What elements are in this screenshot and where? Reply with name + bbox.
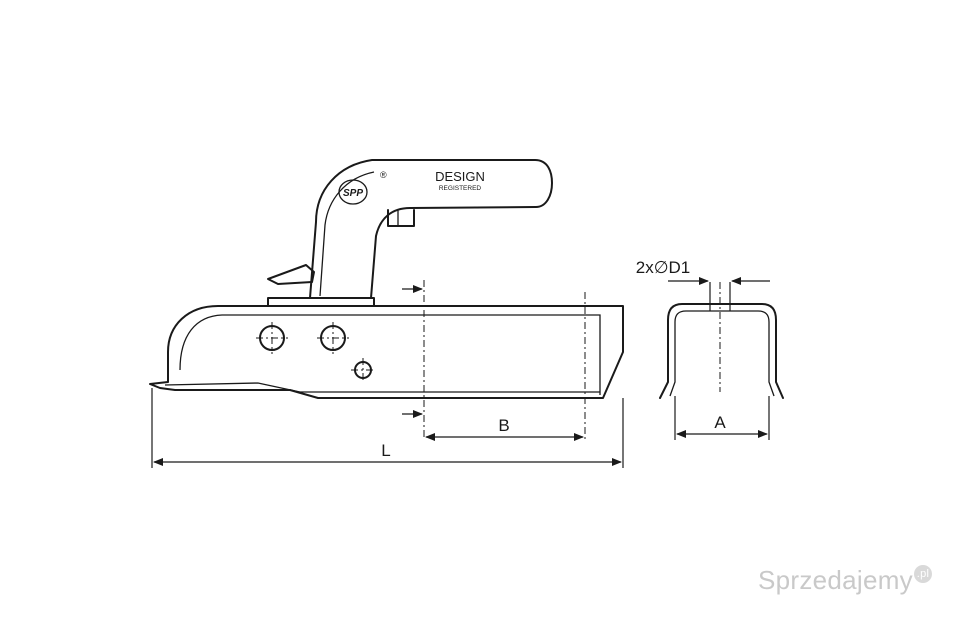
dimension-b-label: B — [498, 416, 509, 435]
dimension-d1-label: 2x∅D1 — [636, 258, 691, 277]
watermark-text: Sprzedajemy — [757, 565, 913, 595]
body-bottom-plate-line — [164, 382, 600, 393]
coupling-body-outline — [149, 305, 624, 399]
mounting-hole-3 — [351, 358, 375, 382]
handle-outline — [309, 159, 553, 299]
dimension-l-label: L — [381, 441, 390, 460]
profile-inner — [669, 310, 775, 397]
coupling-side-view: SPP ® DESIGN REGISTERED B L — [149, 159, 624, 468]
profile-outer — [659, 303, 784, 399]
registered-mark: ® — [380, 170, 387, 180]
brand-logo-text: SPP — [343, 188, 363, 199]
watermark: Sprzedajemy.pl — [758, 565, 932, 596]
mounting-hole-2 — [317, 322, 349, 354]
handle-latch — [387, 209, 415, 227]
mounting-hole-1 — [256, 322, 288, 354]
watermark-suffix: .pl — [914, 565, 932, 583]
dimension-a-label: A — [714, 413, 726, 432]
handle-base-plate — [267, 297, 375, 307]
handle-inner-line — [319, 171, 375, 297]
design-text: DESIGN — [435, 169, 485, 184]
registered-text: REGISTERED — [439, 185, 482, 192]
spp-logo-icon — [338, 179, 368, 205]
safety-lever — [267, 264, 315, 285]
coupling-profile-view: 2x∅D1 A — [636, 258, 784, 440]
body-inner-line — [179, 314, 601, 395]
